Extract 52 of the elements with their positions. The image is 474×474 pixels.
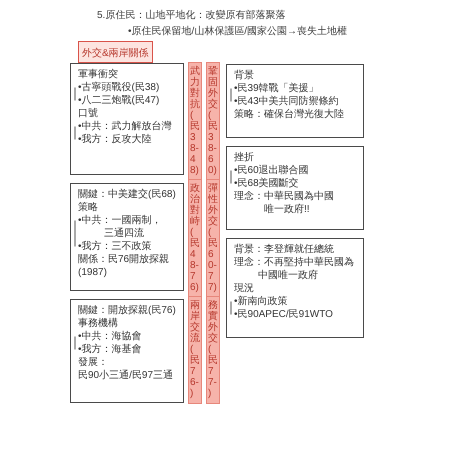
note-text: •古寧頭戰役(民38) [78, 81, 160, 94]
period-label: 武力對抗(民38-48) [190, 66, 200, 176]
note-line: 5.原住民：山地平地化：改變原有部落聚落 [97, 10, 286, 22]
note-text: •新南向政策 [234, 295, 289, 308]
note-text: •我方：海基會 [78, 343, 143, 356]
note-text: 策略 [78, 201, 99, 214]
note-text: 軍事衝突 [78, 68, 119, 81]
note-text: 策略：確保台灣光復大陸 [234, 108, 345, 121]
note-text: •中共：武力解放台灣 [78, 120, 173, 133]
note-text: 事務機構 [78, 317, 119, 330]
section-title: 外交&兩岸關係 [82, 48, 149, 60]
note-card [70, 183, 184, 291]
note-text: •我方：三不政策 [78, 240, 153, 253]
timeline-band-segment [188, 179, 202, 297]
note-text: 理念：中華民國為中國唯一政府!! [234, 190, 335, 216]
note-text: •中共：一國兩制，三通四流 [78, 214, 163, 240]
note-line: •原住民保留地/山林保護區/國家公園→喪失土地權 [128, 26, 348, 38]
timeline-band-segment [206, 179, 220, 297]
note-text: •中共：海協會 [78, 330, 143, 343]
note-text: •八二三炮戰(民47) [78, 94, 160, 107]
note-text: 口號 [78, 107, 99, 120]
note-card [226, 238, 364, 338]
timeline-band-segment [188, 62, 202, 180]
note-text: •民68美國斷交 [234, 177, 300, 190]
note-text: 關係：民76開放探親(1987) [78, 253, 170, 279]
timeline-band-segment [206, 62, 220, 180]
note-text: •民60退出聯合國 [234, 164, 310, 177]
note-text: •民43中美共同防禦條約 [234, 95, 340, 108]
note-text: 發展： [78, 356, 109, 369]
section-tag [78, 41, 153, 63]
timeline-band-segment [206, 296, 220, 404]
note-text: 背景 [234, 69, 255, 82]
note-text: 關鍵：開放探親(民76) [78, 304, 177, 317]
period-label: 務實外交(民77-) [208, 300, 218, 399]
period-label: 彈性外交(民60-77) [208, 183, 218, 293]
note-text: 背景：李登輝就任總統 [234, 243, 335, 256]
note-text: 關鍵：中美建交(民68) [78, 188, 177, 201]
note-card [226, 64, 364, 138]
note-text: 現況 [234, 282, 255, 295]
period-label: 政治對峙(民48-76) [190, 183, 200, 293]
period-label: 兩岸交流(民76-) [190, 300, 200, 399]
note-card [226, 146, 364, 230]
note-text: 民90小三通/民97三通 [78, 369, 174, 382]
period-label: 鞏固外交(民38-60) [208, 66, 218, 176]
note-card [70, 299, 184, 403]
note-text: •我方：反攻大陸 [78, 133, 153, 146]
note-card [70, 63, 184, 175]
note-text: 理念：不再堅持中華民國為中國唯一政府 [234, 256, 355, 282]
note-text: •民90APEC/民91WTO [234, 308, 334, 321]
note-text: •民39韓戰「美援」 [234, 82, 320, 95]
timeline-band-segment [188, 296, 202, 404]
note-text: 挫折 [234, 151, 255, 164]
